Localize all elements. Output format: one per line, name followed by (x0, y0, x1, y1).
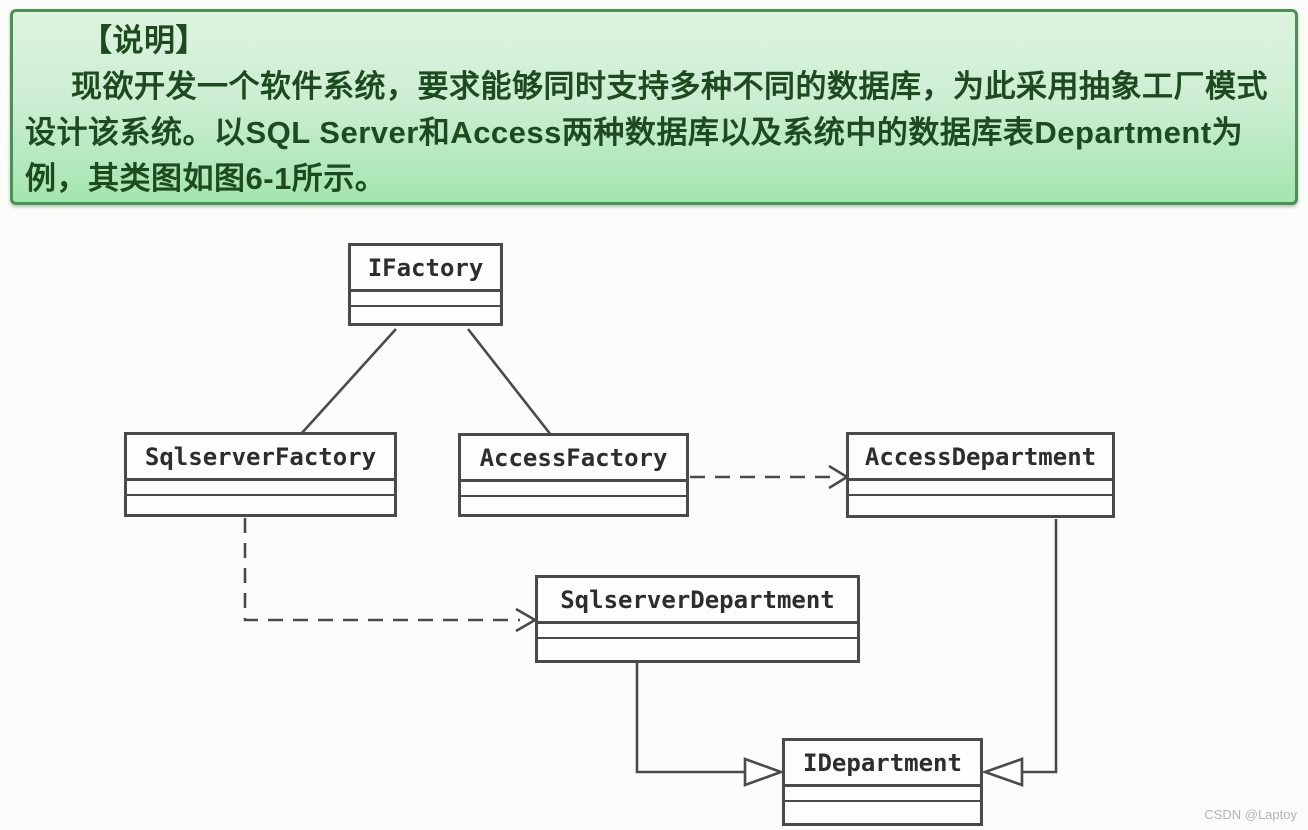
class-name-ifactory: IFactory (351, 246, 500, 292)
operations-compartment (849, 496, 1112, 515)
class-name-accessfactory: AccessFactory (461, 436, 686, 482)
class-box-sqlserverfactory: SqlserverFactory (124, 432, 397, 517)
attributes-compartment (849, 481, 1112, 496)
operations-compartment (785, 802, 980, 823)
class-box-accessfactory: AccessFactory (458, 433, 689, 517)
realization-line-sqlserverdepartment-idepartment (635, 663, 745, 774)
attributes-compartment (538, 624, 857, 639)
class-box-accessdepartment: AccessDepartment (846, 432, 1115, 518)
generalization-line-sqlserverfactory-ifactory (300, 328, 397, 435)
watermark: CSDN @Laptoy (1204, 807, 1297, 822)
attributes-compartment (351, 292, 500, 307)
hollow-triangle-idepartment-left (743, 757, 785, 787)
attributes-compartment (461, 482, 686, 497)
class-name-sqlserverfactory: SqlserverFactory (127, 435, 394, 481)
attributes-compartment (127, 481, 394, 496)
problem-description-panel: 【说明】 现欲开发一个软件系统，要求能够同时支持多种不同的数据库，为此采用抽象工… (10, 9, 1298, 205)
generalization-line-accessfactory-ifactory (466, 328, 553, 436)
class-name-accessdepartment: AccessDepartment (849, 435, 1112, 481)
note-line-2: 设计该系统。以SQL Server和Access两种数据库以及系统中的数据库表D… (25, 115, 1244, 150)
class-name-sqlserverdepartment: SqlserverDepartment (538, 578, 857, 624)
operations-compartment (127, 496, 394, 514)
class-box-idepartment: IDepartment (782, 738, 983, 826)
operations-compartment (538, 639, 857, 660)
note-title: 【说明】 (81, 23, 207, 58)
attributes-compartment (785, 787, 980, 802)
hollow-triangle-idepartment-right (981, 757, 1024, 787)
class-box-sqlserverdepartment: SqlserverDepartment (535, 575, 860, 663)
realization-line-accessdepartment-idepartment (1022, 519, 1058, 774)
class-name-idepartment: IDepartment (785, 741, 980, 787)
operations-compartment (351, 307, 500, 323)
note-line-1: 现欲开发一个软件系统，要求能够同时支持多种不同的数据库，为此采用抽象工厂模式 (71, 69, 1268, 104)
open-arrowhead-accessdepartment (828, 464, 850, 490)
dependency-dashed-sqlserverfactory-sqlserverdepartment (243, 518, 520, 622)
open-arrowhead-sqlserverdepartment (515, 607, 538, 633)
note-line-3: 例，其类图如图6-1所示。 (25, 161, 387, 196)
class-box-ifactory: IFactory (348, 243, 503, 326)
operations-compartment (461, 497, 686, 514)
